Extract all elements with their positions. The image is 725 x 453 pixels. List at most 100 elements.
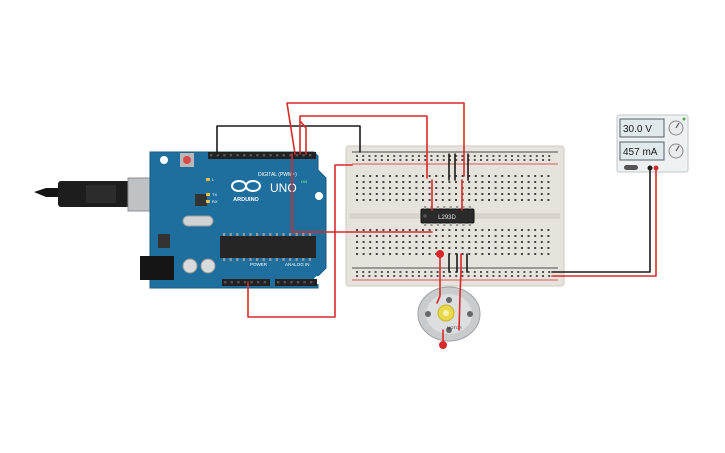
breadboard-hole[interactable] bbox=[405, 159, 408, 161]
breadboard-hole[interactable] bbox=[474, 193, 477, 195]
breadboard-hole[interactable] bbox=[399, 271, 402, 273]
breadboard-hole[interactable] bbox=[436, 155, 439, 157]
breadboard-hole[interactable] bbox=[535, 271, 538, 273]
breadboard-hole[interactable] bbox=[468, 199, 471, 201]
breadboard-hole[interactable] bbox=[375, 229, 378, 231]
breadboard-hole[interactable] bbox=[511, 155, 513, 157]
breadboard-hole[interactable] bbox=[461, 155, 464, 157]
breadboard-hole[interactable] bbox=[488, 247, 490, 249]
breadboard-hole[interactable] bbox=[408, 247, 411, 249]
motor-wire-endpoint[interactable] bbox=[436, 250, 444, 258]
breadboard-hole[interactable] bbox=[521, 181, 523, 183]
breadboard-hole[interactable] bbox=[374, 275, 377, 277]
breadboard-hole[interactable] bbox=[441, 181, 444, 183]
breadboard-hole[interactable] bbox=[418, 155, 420, 157]
breadboard-hole[interactable] bbox=[514, 193, 517, 195]
breadboard-hole[interactable] bbox=[501, 247, 504, 249]
breadboard-hole[interactable] bbox=[399, 155, 402, 157]
breadboard-hole[interactable] bbox=[486, 271, 489, 273]
breadboard-hole[interactable] bbox=[514, 235, 517, 237]
breadboard-hole[interactable] bbox=[540, 187, 543, 189]
breadboard-hole[interactable] bbox=[428, 187, 431, 189]
breadboard-hole[interactable] bbox=[441, 235, 444, 237]
breadboard-hole[interactable] bbox=[374, 271, 377, 273]
breadboard-hole[interactable] bbox=[422, 175, 424, 177]
breadboard-hole[interactable] bbox=[368, 159, 371, 161]
breadboard-hole[interactable] bbox=[534, 241, 537, 243]
breadboard-hole[interactable] bbox=[540, 253, 543, 255]
breadboard-hole[interactable] bbox=[356, 275, 358, 277]
breadboard-hole[interactable] bbox=[405, 155, 408, 157]
breadboard-hole[interactable] bbox=[455, 229, 457, 231]
breadboard-hole[interactable] bbox=[395, 253, 398, 255]
breadboard-hole[interactable] bbox=[455, 275, 458, 277]
breadboard-hole[interactable] bbox=[448, 187, 451, 189]
breadboard-hole[interactable] bbox=[455, 253, 457, 255]
breadboard-hole[interactable] bbox=[435, 175, 438, 177]
breadboard-hole[interactable] bbox=[468, 241, 471, 243]
breadboard-hole[interactable] bbox=[442, 275, 445, 277]
breadboard-hole[interactable] bbox=[501, 235, 504, 237]
breadboard-hole[interactable] bbox=[540, 199, 543, 201]
breadboard-hole[interactable] bbox=[529, 271, 532, 273]
breadboard-hole[interactable] bbox=[481, 175, 484, 177]
breadboard-hole[interactable] bbox=[382, 199, 385, 201]
breadboard-hole[interactable] bbox=[455, 235, 457, 237]
breadboard-hole[interactable] bbox=[474, 199, 477, 201]
breadboard-hole[interactable] bbox=[387, 271, 389, 273]
breadboard-hole[interactable] bbox=[468, 235, 471, 237]
breadboard-hole[interactable] bbox=[517, 271, 520, 273]
breadboard-hole[interactable] bbox=[514, 241, 517, 243]
breadboard-hole[interactable] bbox=[415, 247, 418, 249]
breadboard-hole[interactable] bbox=[521, 247, 523, 249]
breadboard-hole[interactable] bbox=[395, 247, 398, 249]
breadboard-hole[interactable] bbox=[408, 199, 411, 201]
breadboard-hole[interactable] bbox=[375, 247, 378, 249]
breadboard-hole[interactable] bbox=[547, 181, 550, 183]
breadboard-hole[interactable] bbox=[455, 247, 457, 249]
breadboard-hole[interactable] bbox=[514, 181, 517, 183]
breadboard-hole[interactable] bbox=[369, 175, 372, 177]
breadboard-hole[interactable] bbox=[436, 275, 439, 277]
breadboard-hole[interactable] bbox=[395, 187, 398, 189]
breadboard-hole[interactable] bbox=[430, 159, 433, 161]
breadboard-hole[interactable] bbox=[393, 155, 396, 157]
breadboard-hole[interactable] bbox=[368, 275, 371, 277]
breadboard-hole[interactable] bbox=[448, 241, 451, 243]
wire-black-gnd[interactable] bbox=[216, 125, 361, 155]
breadboard-hole[interactable] bbox=[521, 253, 523, 255]
breadboard-hole[interactable] bbox=[422, 229, 424, 231]
breadboard-hole[interactable] bbox=[481, 247, 484, 249]
breadboard-hole[interactable] bbox=[428, 181, 431, 183]
wire-black-psu[interactable] bbox=[551, 169, 651, 273]
breadboard-hole[interactable] bbox=[368, 155, 371, 157]
breadboard-hole[interactable] bbox=[535, 275, 538, 277]
breadboard-hole[interactable] bbox=[448, 199, 451, 201]
breadboard-hole[interactable] bbox=[356, 235, 358, 237]
breadboard-hole[interactable] bbox=[448, 235, 451, 237]
breadboard-hole[interactable] bbox=[488, 181, 490, 183]
breadboard-hole[interactable] bbox=[455, 187, 457, 189]
breadboard-hole[interactable] bbox=[511, 159, 513, 161]
breadboard-hole[interactable] bbox=[356, 199, 358, 201]
breadboard-hole[interactable] bbox=[415, 199, 418, 201]
breadboard-hole[interactable] bbox=[514, 187, 517, 189]
breadboard-hole[interactable] bbox=[540, 181, 543, 183]
breadboard-hole[interactable] bbox=[411, 275, 414, 277]
breadboard-hole[interactable] bbox=[442, 159, 445, 161]
breadboard-hole[interactable] bbox=[435, 199, 438, 201]
breadboard-hole[interactable] bbox=[380, 275, 383, 277]
wire-red-psu[interactable] bbox=[551, 169, 657, 277]
breadboard-hole[interactable] bbox=[430, 275, 433, 277]
breadboard-hole[interactable] bbox=[547, 235, 550, 237]
breadboard-hole[interactable] bbox=[547, 193, 550, 195]
breadboard-hole[interactable] bbox=[488, 241, 490, 243]
breadboard-hole[interactable] bbox=[369, 199, 372, 201]
breadboard-hole[interactable] bbox=[375, 193, 378, 195]
breadboard-hole[interactable] bbox=[461, 247, 464, 249]
breadboard-hole[interactable] bbox=[389, 187, 391, 189]
breadboard-hole[interactable] bbox=[547, 199, 550, 201]
breadboard-hole[interactable] bbox=[527, 241, 530, 243]
breadboard-hole[interactable] bbox=[474, 253, 477, 255]
breadboard-hole[interactable] bbox=[461, 159, 464, 161]
